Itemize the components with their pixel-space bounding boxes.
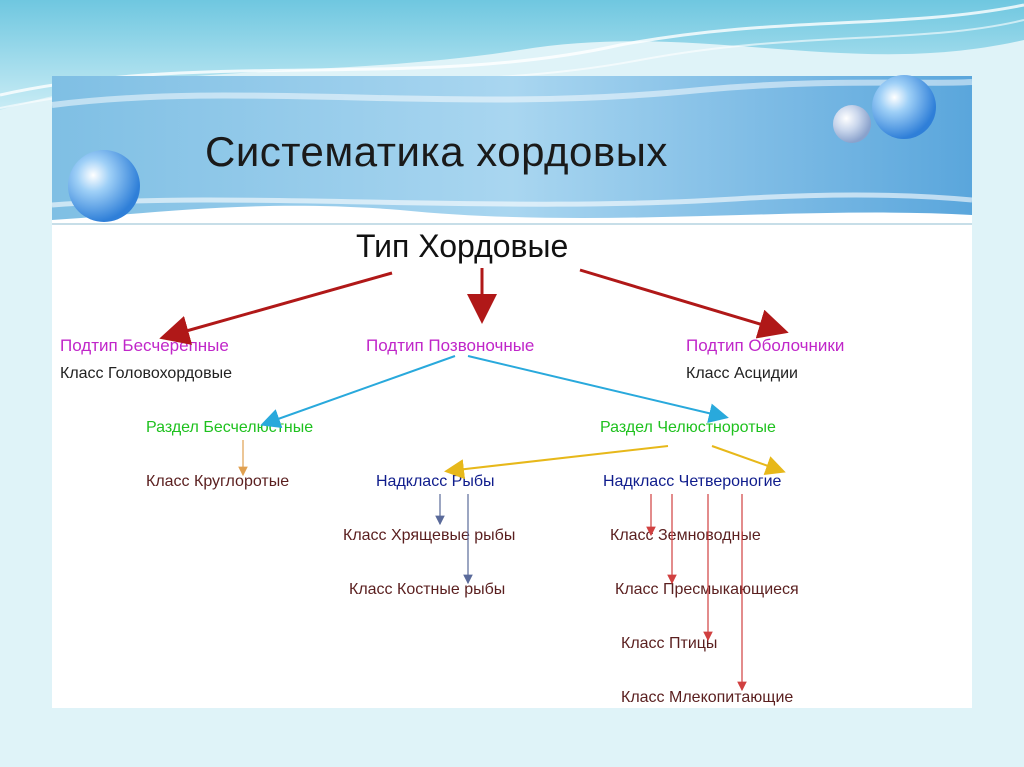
bubble-decoration xyxy=(872,75,936,139)
node-subtype-tunicata: Подтип Оболочники xyxy=(686,336,845,355)
node-class-mammals: Класс Млекопитающие xyxy=(621,689,794,706)
node-class-birds: Класс Птицы xyxy=(621,635,718,652)
bubble-decoration xyxy=(833,105,871,143)
node-class-ascidians: Класс Асцидии xyxy=(686,365,798,382)
node-subtype-cephalochordata: Подтип Бесчерепные xyxy=(60,336,229,355)
node-superclass-tetrapoda: Надкласс Четвероногие xyxy=(603,473,782,490)
node-class-amphibians: Класс Земноводные xyxy=(610,527,761,544)
node-class-cyclostomata: Класс Круглоротые xyxy=(146,473,290,490)
node-subtype-vertebrata: Подтип Позвоночные xyxy=(366,336,535,355)
root-node-type-chordates: Тип Хордовые xyxy=(356,228,569,264)
node-class-cartilaginous-fish: Класс Хрящевые рыбы xyxy=(343,527,516,544)
node-division-agnatha: Раздел Бесчелюстные xyxy=(146,419,314,436)
node-class-reptiles: Класс Пресмыкающиеся xyxy=(615,581,799,598)
node-class-lancelets: Класс Головохордовые xyxy=(60,365,232,382)
bubble-decoration xyxy=(68,150,140,222)
slide-title: Систематика хордовых xyxy=(205,128,668,175)
node-superclass-pisces: Надкласс Рыбы xyxy=(376,473,495,490)
node-class-bony-fish: Класс Костные рыбы xyxy=(349,581,506,598)
node-division-gnathostomata: Раздел Челюстноротые xyxy=(600,419,776,436)
